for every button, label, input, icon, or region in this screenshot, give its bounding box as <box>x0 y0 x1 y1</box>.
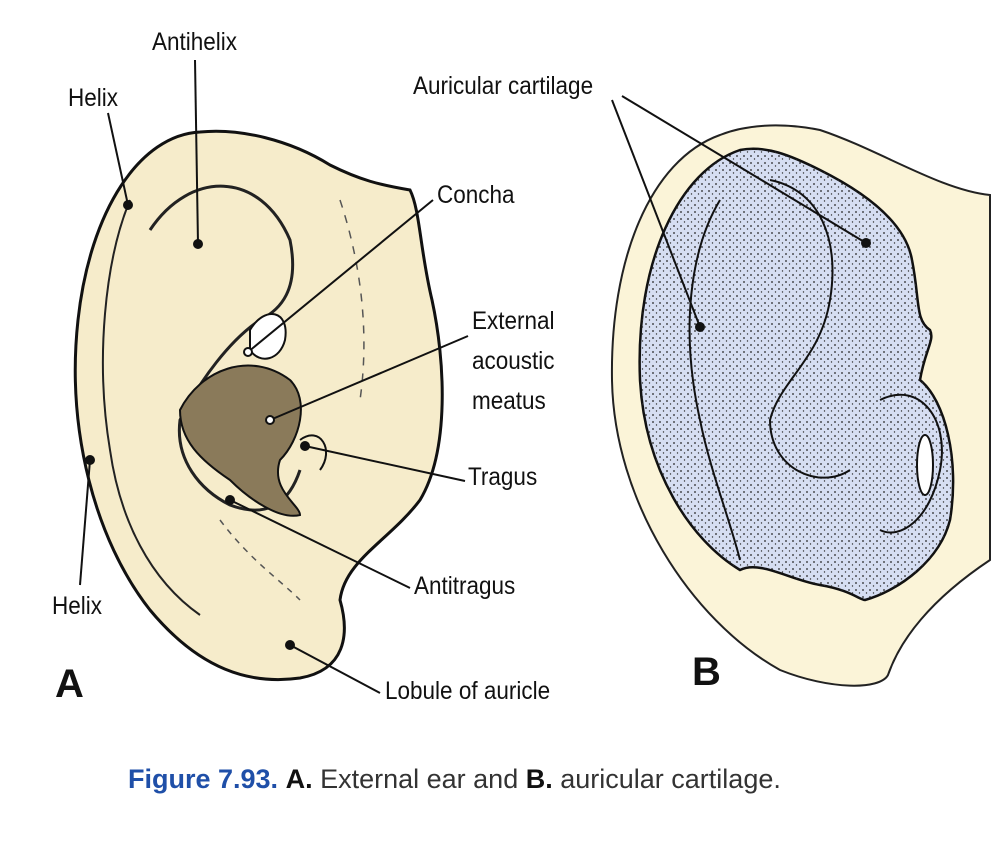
label-concha: Concha <box>437 181 515 209</box>
caption-a: A. <box>285 764 313 794</box>
caption-a-text: External ear and <box>320 764 519 794</box>
label-external-acoustic-meatus-2: acoustic <box>472 347 555 375</box>
label-external-acoustic-meatus-1: External <box>472 307 555 335</box>
auricular-cartilage-drawing <box>610 124 991 687</box>
label-external-acoustic-meatus-3: meatus <box>472 387 546 415</box>
caption-figure-number: Figure 7.93. <box>128 764 279 794</box>
caption-b: B. <box>525 764 553 794</box>
label-antitragus: Antitragus <box>414 572 516 600</box>
label-tragus: Tragus <box>468 463 538 491</box>
label-antihelix: Antihelix <box>152 28 238 56</box>
panel-letter-b: B <box>692 650 721 694</box>
caption-b-text: auricular cartilage. <box>560 764 781 794</box>
label-helix-bottom: Helix <box>52 592 103 620</box>
label-auricular-cartilage: Auricular cartilage <box>413 72 594 100</box>
label-helix-top: Helix <box>68 84 119 112</box>
leader-lines <box>79 59 871 694</box>
panel-letter-a: A <box>55 662 84 706</box>
figure-caption: Figure 7.93. A. External ear and B. auri… <box>128 764 781 795</box>
label-lobule-of-auricle: Lobule of auricle <box>385 677 551 705</box>
external-ear-drawing <box>73 129 444 682</box>
